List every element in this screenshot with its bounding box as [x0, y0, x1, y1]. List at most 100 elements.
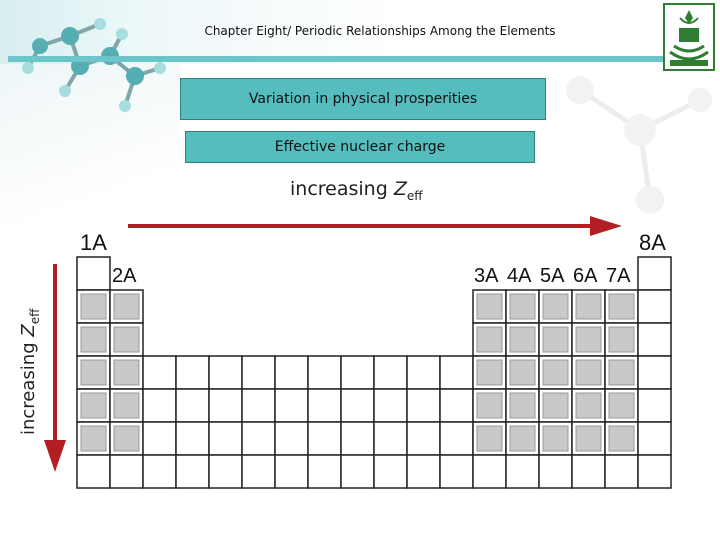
molecule-icon	[22, 18, 166, 112]
table-cell	[637, 421, 672, 456]
group-label-1a: 1A	[80, 230, 107, 255]
table-cell	[538, 454, 573, 489]
table-cell	[307, 421, 342, 456]
table-cell-shade	[113, 425, 140, 452]
table-cell-shade	[575, 326, 602, 353]
table-cell	[340, 388, 375, 423]
table-cell-shade	[575, 359, 602, 386]
table-cell	[637, 355, 672, 390]
table-cell	[439, 421, 474, 456]
table-cell-shade	[608, 359, 635, 386]
table-cell-shade	[80, 359, 107, 386]
table-cell	[373, 388, 408, 423]
table-cell	[241, 355, 276, 390]
page-title: Chapter Eight/ Periodic Relationships Am…	[204, 24, 556, 38]
table-cell	[142, 355, 177, 390]
table-cell-shade	[476, 326, 503, 353]
table-cell	[439, 454, 474, 489]
table-cell-shade	[113, 293, 140, 320]
table-cell-shade	[542, 425, 569, 452]
group-label-8a: 8A	[639, 230, 666, 255]
table-cell	[637, 289, 672, 324]
effective-nuclear-charge-box: Effective nuclear charge	[185, 131, 535, 163]
table-cell-shade	[575, 293, 602, 320]
trend-symbol: Z	[393, 178, 407, 200]
table-cell-shade	[575, 392, 602, 419]
table-cell	[307, 388, 342, 423]
periodic-table: 1A 2A 3A 4A 5A 6A 7A 8A	[44, 216, 672, 489]
trend-label-horizontal: increasing Zeff	[290, 178, 423, 203]
table-cell	[241, 421, 276, 456]
table-cell	[76, 454, 111, 489]
table-cell	[307, 355, 342, 390]
table-cell-shade	[608, 425, 635, 452]
table-cell	[373, 355, 408, 390]
table-cell-shade	[80, 293, 107, 320]
table-cell-shade	[608, 326, 635, 353]
background-decoration	[0, 64, 180, 244]
group-label-5a: 5A	[540, 265, 565, 287]
table-cell	[274, 355, 309, 390]
table-cell	[637, 322, 672, 357]
table-cell-shade	[80, 326, 107, 353]
table-cell	[406, 355, 441, 390]
table-cell-shade	[113, 392, 140, 419]
table-cell	[274, 454, 309, 489]
table-cell	[637, 256, 672, 291]
table-cell	[274, 388, 309, 423]
table-cell-shade	[476, 425, 503, 452]
table-cell-shade	[509, 425, 536, 452]
table-cell	[76, 256, 111, 291]
table-cell	[406, 388, 441, 423]
table-cell-shade	[542, 359, 569, 386]
table-cell-shade	[542, 293, 569, 320]
table-cell-shade	[575, 425, 602, 452]
table-cell	[142, 421, 177, 456]
table-cell	[439, 355, 474, 390]
table-cell	[208, 454, 243, 489]
trend-subscript: eff	[406, 189, 423, 203]
table-cell	[637, 454, 672, 489]
table-cell-shade	[542, 326, 569, 353]
table-cell	[175, 355, 210, 390]
table-cell	[208, 355, 243, 390]
table-cell-shade	[509, 326, 536, 353]
table-cell	[340, 454, 375, 489]
table-cell-shade	[476, 392, 503, 419]
group-label-6a: 6A	[573, 265, 598, 287]
table-cell	[274, 421, 309, 456]
table-cell-shade	[476, 293, 503, 320]
table-cell-shade	[113, 326, 140, 353]
group-label-4a: 4A	[507, 265, 532, 287]
group-label-7a: 7A	[606, 265, 631, 287]
table-cell-shade	[608, 293, 635, 320]
table-cell	[571, 454, 606, 489]
table-cell	[373, 421, 408, 456]
table-cell-shade	[608, 392, 635, 419]
university-emblem-icon	[663, 3, 715, 71]
table-cell	[241, 454, 276, 489]
table-cell	[604, 454, 639, 489]
table-cell-shade	[509, 359, 536, 386]
table-cell	[406, 454, 441, 489]
table-cell	[373, 454, 408, 489]
table-cell	[505, 454, 540, 489]
background-molecule	[566, 76, 712, 214]
down-arrow-icon	[44, 264, 66, 472]
table-cell-shade	[80, 425, 107, 452]
table-cell	[340, 421, 375, 456]
header-rule	[8, 56, 712, 62]
right-arrow-icon	[128, 216, 622, 236]
trend-prefix: increasing	[290, 178, 394, 200]
table-cell	[340, 355, 375, 390]
table-cell-shade	[113, 359, 140, 386]
table-cell	[472, 454, 507, 489]
table-cell	[175, 388, 210, 423]
table-cell	[307, 454, 342, 489]
table-cell	[175, 454, 210, 489]
table-cell	[142, 454, 177, 489]
table-cell	[241, 388, 276, 423]
group-label-3a: 3A	[474, 265, 499, 287]
table-cell-shade	[476, 359, 503, 386]
group-label-2a: 2A	[112, 265, 137, 287]
